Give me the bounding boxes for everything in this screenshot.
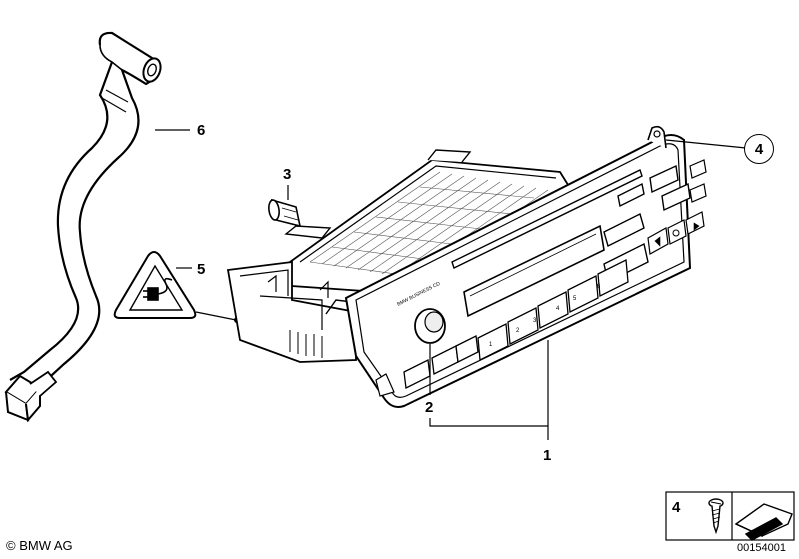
radio-unit [226,125,707,408]
preset-label-1: 1 [489,342,493,348]
volume-knob [414,308,446,344]
leader-line-5b [195,311,237,321]
preset-label-4: 4 [556,306,560,312]
preset-buttons [477,258,629,362]
callout-label-2: 2 [425,399,434,416]
screw-panel [665,491,795,541]
leader-line-4 [665,139,747,149]
warning-sticker [113,251,197,319]
preset-label-6: 6 [597,284,601,290]
diagram-id: 00154001 [737,542,786,554]
antenna-cable [4,31,162,423]
leader-line-1 [429,418,549,440]
washer-wedge-icon [734,503,793,541]
plug-symbol-icon [143,277,173,301]
callout-label-3: 3 [283,166,292,183]
screw-icon [708,498,724,535]
preset-label-3: 3 [533,318,537,324]
callout-label-6: 6 [197,122,206,139]
copyright-text: © BMW AG [6,538,73,553]
cap-part [268,198,302,228]
panel-label-4: 4 [672,499,681,516]
callout-label-4: 4 [744,134,774,164]
callout-label-1: 1 [543,447,552,464]
preset-label-2: 2 [516,328,520,334]
preset-label-5: 5 [573,296,577,302]
callout-label-5: 5 [197,261,206,278]
